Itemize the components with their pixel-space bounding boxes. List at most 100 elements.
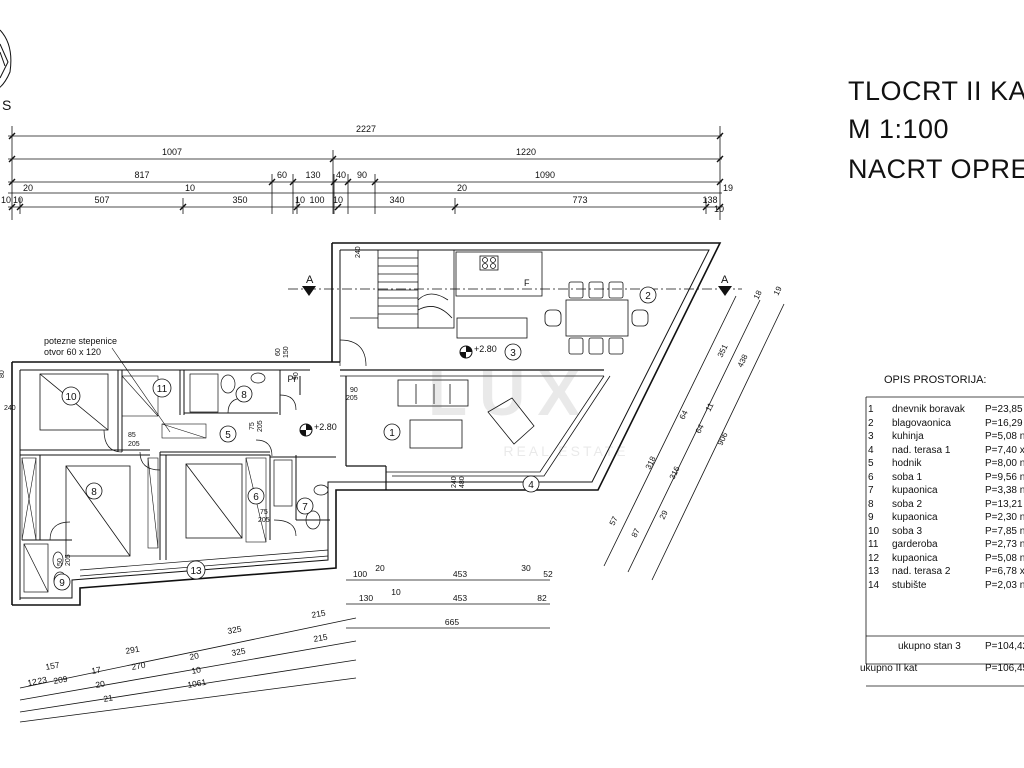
dim-label: 350 bbox=[232, 195, 247, 205]
dim-label: 21 bbox=[103, 692, 114, 704]
legend-room-area: P=2,30 n bbox=[985, 512, 1024, 523]
dim-label: 85 bbox=[128, 432, 136, 439]
dim-label: 318 bbox=[644, 454, 658, 470]
legend-room-number: 9 bbox=[868, 512, 874, 523]
dim-label: 240 bbox=[451, 476, 458, 488]
dim-label: 325 bbox=[227, 624, 243, 636]
dim-label: 90 bbox=[350, 387, 358, 394]
legend-room-name: hodnik bbox=[892, 458, 922, 469]
legend-room-area: P=7,40 x bbox=[985, 444, 1024, 456]
dim-label: 906 bbox=[716, 430, 730, 446]
dim-label: 205 bbox=[257, 420, 264, 432]
legend-room-area: P=3,38 n bbox=[985, 485, 1024, 496]
dim-label: 291 bbox=[125, 644, 141, 656]
legend-room-number: 3 bbox=[868, 431, 874, 442]
plan-subtitle: NACRT OPRE bbox=[848, 154, 1024, 184]
dim-label: 90 bbox=[293, 372, 300, 380]
dim-label: 64 bbox=[694, 422, 706, 434]
dim-label: 82 bbox=[537, 593, 547, 603]
dim-label: 87 bbox=[630, 526, 642, 538]
dim-label: 60 bbox=[275, 348, 282, 356]
dim-label: 18 bbox=[752, 288, 764, 300]
level-marker-icon bbox=[299, 423, 313, 437]
legend-room-number: 1 bbox=[868, 404, 874, 415]
section-arrow-left bbox=[302, 286, 316, 296]
dim-label: 205 bbox=[128, 441, 140, 448]
dim-label: 100 bbox=[353, 569, 367, 579]
stair-note-line2: otvor 60 x 120 bbox=[44, 347, 101, 357]
bottom-dimension-labels: 215 325 291 157 17 20 270 325 215 12 23 … bbox=[27, 608, 329, 704]
dim-label: 351 bbox=[716, 342, 730, 358]
legend-room-name: nad. terasa 1 bbox=[892, 444, 951, 456]
dim-label: 773 bbox=[572, 195, 587, 205]
legend-room-area: P=5,08 n bbox=[985, 431, 1024, 442]
dim-label: 205 bbox=[65, 554, 72, 566]
bathroom-fixtures bbox=[23, 372, 329, 593]
dim-label: 75 bbox=[260, 509, 268, 516]
top-dimension-labels: 2227 1007 1220 817 60 130 40 90 1090 20 … bbox=[1, 124, 733, 214]
dim-label: 50 bbox=[57, 558, 64, 566]
legend-room-area: P=6,78 x bbox=[985, 566, 1024, 577]
plan-scale: M 1:100 bbox=[848, 114, 950, 144]
dim-label: 20 bbox=[375, 563, 385, 573]
dim-label: 90 bbox=[357, 170, 367, 180]
north-arrow-icon bbox=[0, 29, 12, 88]
dim-label: 480 bbox=[459, 476, 466, 488]
dim-label: 19 bbox=[723, 183, 733, 193]
dim-label: 157 bbox=[45, 660, 61, 672]
legend-room-area: P=13,21 bbox=[985, 498, 1023, 510]
legend-room-number: 4 bbox=[868, 444, 874, 456]
dim-label: 23 bbox=[37, 674, 48, 686]
dim-label: 215 bbox=[311, 608, 327, 620]
legend-room-number: 8 bbox=[868, 498, 874, 510]
dim-label: 10 bbox=[13, 195, 23, 205]
legend-room-number: 14 bbox=[868, 579, 880, 591]
room-tag-7: 7 bbox=[302, 502, 308, 513]
diagonal-dimensions bbox=[603, 295, 785, 581]
dim-label: 453 bbox=[453, 593, 467, 603]
stair-note-line1: potezne stepenice bbox=[44, 336, 117, 346]
dim-label: 20 bbox=[95, 678, 106, 690]
fridge-tag: F bbox=[524, 278, 530, 288]
dim-label: 40 bbox=[336, 170, 346, 180]
legend-room-name: kupaonica bbox=[892, 552, 938, 564]
dim-label: 325 bbox=[231, 646, 247, 658]
wardrobes bbox=[21, 375, 267, 549]
legend-room-name: kupaonica bbox=[892, 485, 938, 496]
section-mark-left: A bbox=[306, 274, 314, 286]
section-mark-right: A bbox=[721, 274, 729, 286]
dim-label: 80 bbox=[0, 370, 6, 378]
legend-room-number: 5 bbox=[868, 458, 874, 469]
dim-label: 20 bbox=[23, 183, 33, 193]
legend-room-name: nad. terasa 2 bbox=[892, 566, 951, 577]
legend-subtotal-label: ukupno stan 3 bbox=[898, 641, 961, 652]
dim-label: 316 bbox=[668, 464, 682, 480]
dim-top-total: 2227 bbox=[356, 124, 376, 134]
dim-label: 438 bbox=[736, 352, 750, 368]
dimension-ticks bbox=[8, 132, 724, 211]
room-tag-6: 6 bbox=[253, 492, 259, 503]
dining-table bbox=[544, 281, 649, 355]
interior-partitions bbox=[20, 370, 336, 560]
dim-label: 10 bbox=[333, 195, 343, 205]
legend-room-number: 6 bbox=[868, 471, 874, 483]
compass-label: S bbox=[2, 97, 11, 113]
room-tag-11: 11 bbox=[157, 384, 168, 395]
room-tag-circles bbox=[53, 286, 657, 591]
legend-room-area: P=9,56 n bbox=[985, 471, 1024, 483]
legend-room-name: soba 3 bbox=[892, 525, 923, 537]
legend-room-area: P=5,08 n bbox=[985, 552, 1024, 564]
watermark-subtext: REAL ESTATE bbox=[503, 443, 628, 459]
room-tags: 1 2 3 4 5 6 7 8 8 9 10 11 13 Pr bbox=[59, 291, 651, 589]
dim-label: 205 bbox=[346, 395, 358, 402]
beds bbox=[39, 373, 243, 557]
section-arrow-right bbox=[718, 286, 732, 296]
